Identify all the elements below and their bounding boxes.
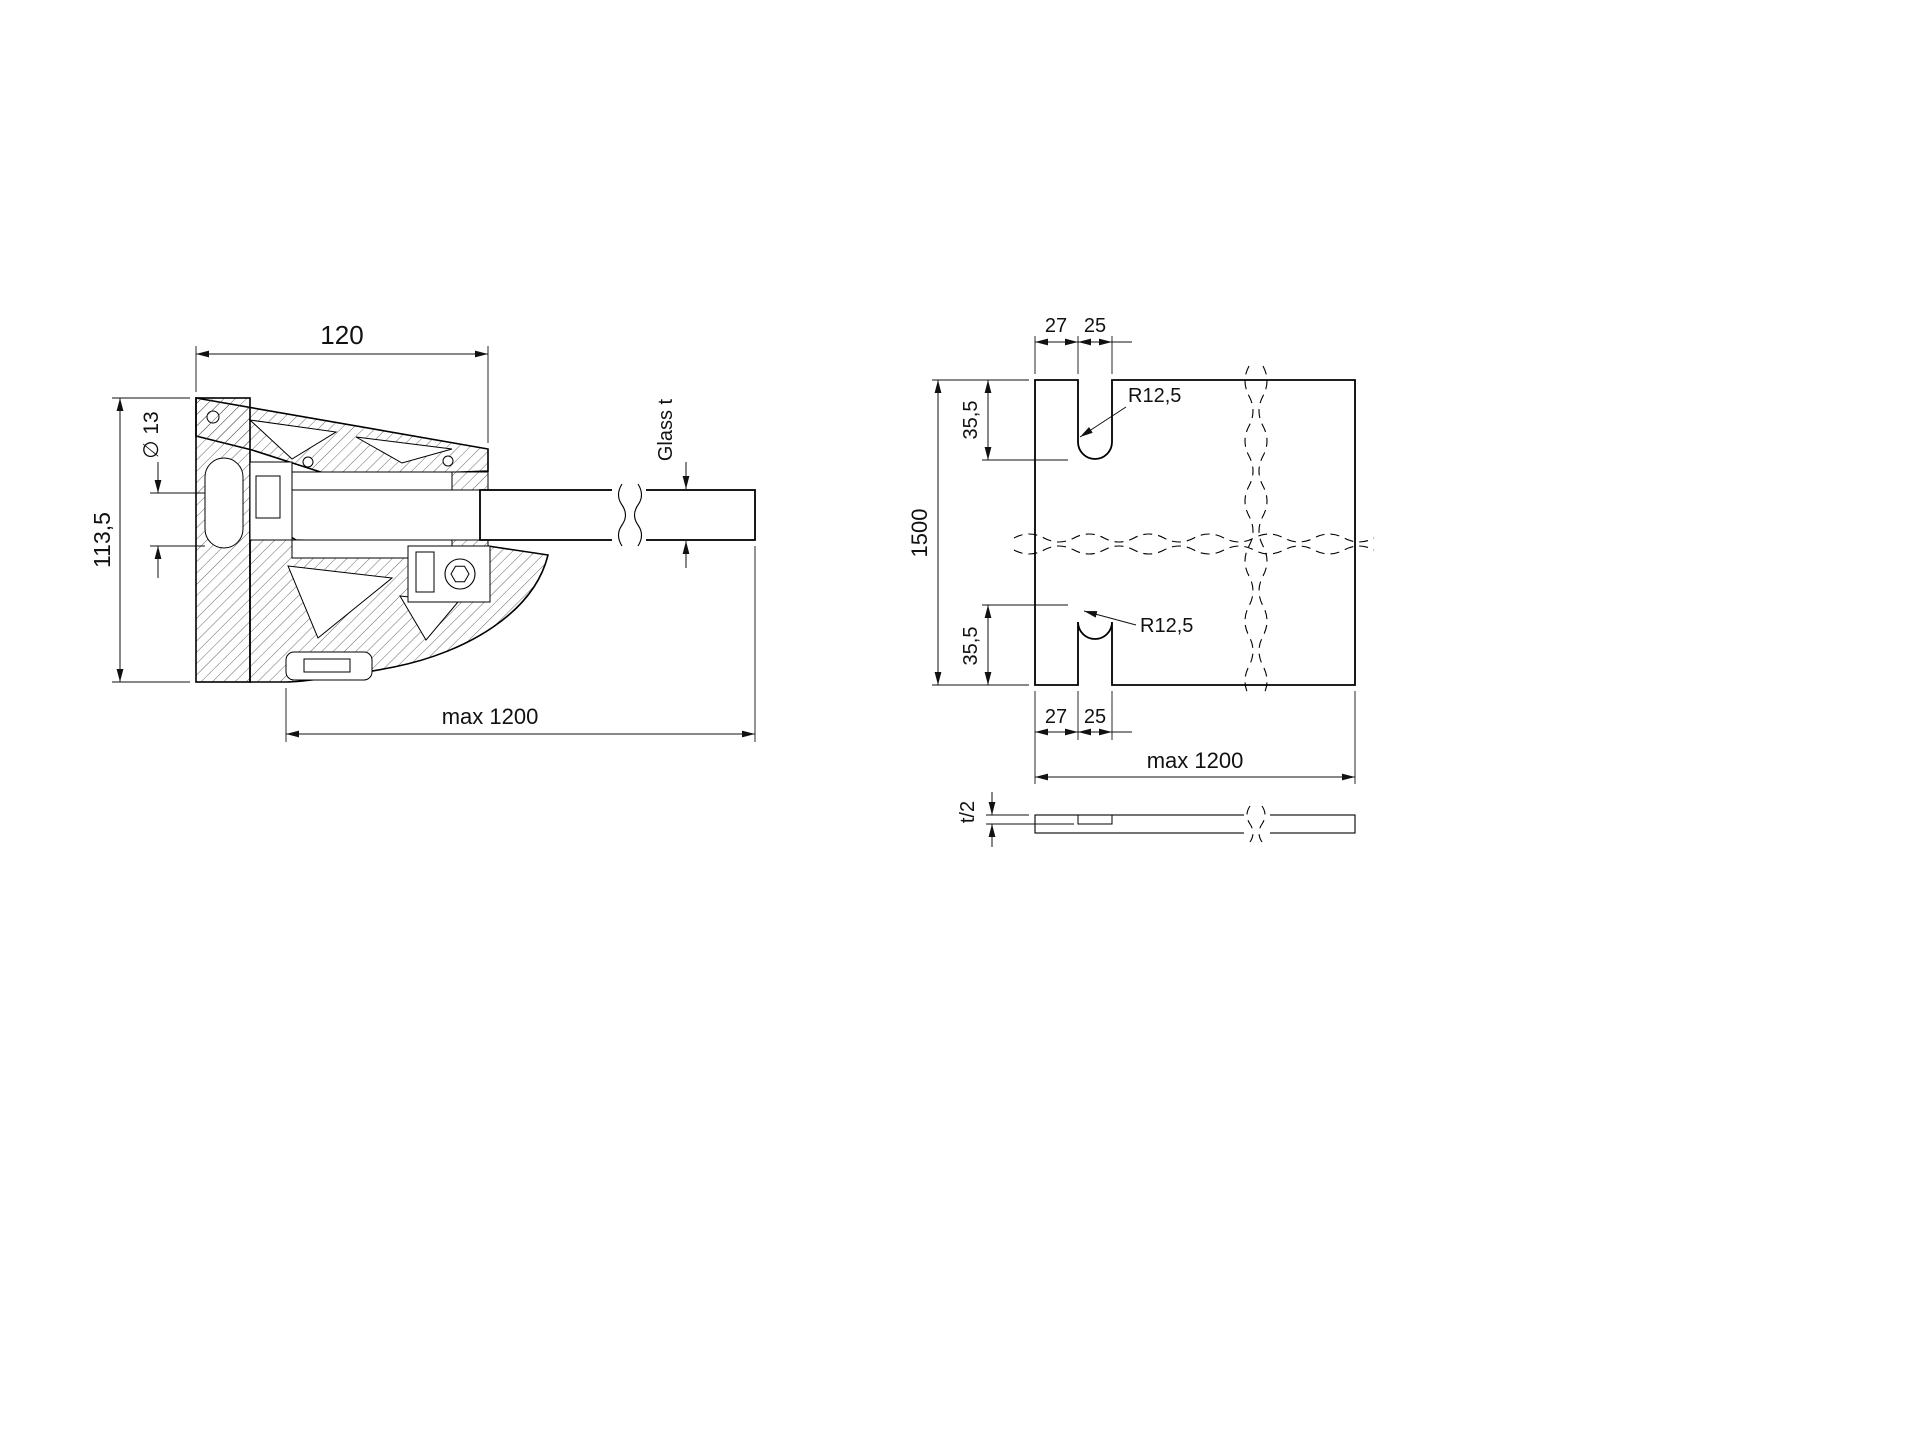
dim-height-113-5: 113,5 [89,397,190,683]
glass-panel-elevation [1034,379,1356,686]
elevation-view: 27 25 35,5 R12,5 1500 35,5 [907,315,1375,784]
dim-height-label: 113,5 [89,512,115,568]
dim-half-thickness-label: t/2 [957,801,979,823]
screw-circle [444,558,476,590]
dim-width-120: 120 [195,320,489,443]
dim-max-1200-section: max 1200 [285,546,756,742]
edge-notch [1077,815,1113,825]
dim-width-label: 120 [320,320,363,350]
dim-bottom-offsets: 27 25 [1034,691,1132,740]
panel-break-horizontal [1013,533,1375,555]
radius-label-bottom: R12,5 [1083,610,1193,637]
dim-top-radius-label: R12,5 [1128,385,1181,407]
clamp-block [249,461,293,541]
dim-bottom-offset-label: 27 [1045,706,1067,728]
dim-bottom-notch-width-label: 25 [1084,706,1106,728]
dim-max-width-label: max 1200 [1147,748,1244,773]
section-view: 120 113,5 ∅ 13 Glass t max 1 [89,320,756,742]
glass-panel-section [479,483,756,547]
dim-top-notch-width-label: 25 [1084,315,1106,337]
dim-hole-label: ∅ 13 [140,411,163,459]
dim-bottom-notch-depth-label: 35,5 [960,627,982,666]
glass-break-lines [617,483,643,547]
dim-half-thickness: t/2 [957,792,1074,847]
dim-panel-height: 1500 [907,380,1029,686]
dim-top-notch-depth: 35,5 [932,379,1068,461]
dim-panel-height-label: 1500 [907,509,932,558]
dim-glass-thickness: Glass t [655,398,690,568]
dim-bottom-radius-label: R12,5 [1140,615,1193,637]
screw-assembly [407,545,491,603]
bottom-trim [285,651,373,681]
dim-bottom-notch-depth: 35,5 [960,604,1068,685]
dim-max-length-label: max 1200 [442,704,539,729]
panel-break-vertical [1244,365,1268,697]
dim-max-1200-elevation: max 1200 [1034,691,1356,784]
edge-view: t/2 [957,792,1356,847]
upper-gasket [451,471,489,491]
hole-slot [204,457,244,549]
edge-break [1244,805,1270,843]
dim-hole-13: ∅ 13 [140,411,205,578]
profile-section [195,397,549,683]
dim-top-offset-label: 27 [1045,315,1067,337]
radius-label-top: R12,5 [1079,385,1181,438]
dim-glass-label: Glass t [655,398,677,461]
dim-top-notch-depth-label: 35,5 [960,401,982,440]
dim-top-offsets: 27 25 [1034,315,1132,374]
